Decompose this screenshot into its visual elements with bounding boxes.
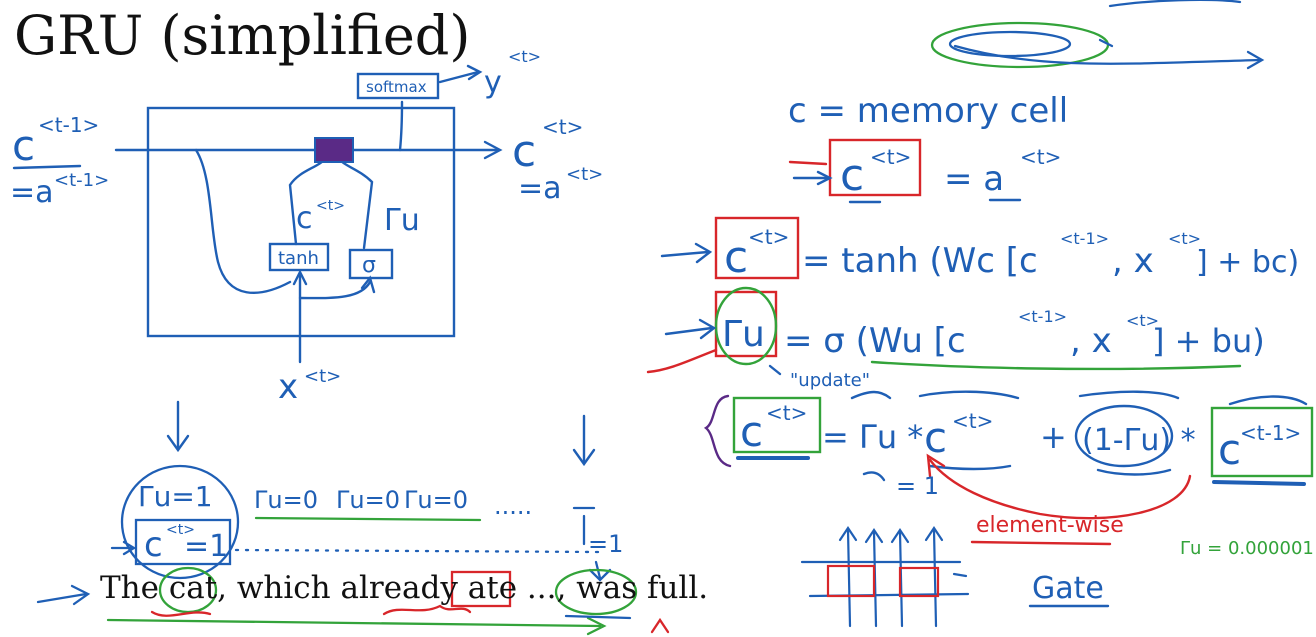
eq2-rhs: = tanh (Wc [c	[802, 241, 1038, 281]
eq2-rhs-sup2: <t>	[1168, 229, 1201, 248]
word-was: was	[576, 570, 638, 606]
cprev-to-tanh-line	[194, 148, 292, 294]
a-out-label: =a	[518, 171, 562, 206]
eq3-rhs-mid: , x	[1070, 321, 1112, 361]
update-note: "update"	[790, 370, 870, 391]
eq4-brace	[703, 394, 732, 468]
eq3-rhs-sup1: <t-1>	[1018, 307, 1067, 326]
memory-cell-definition: c = memory cell	[788, 91, 1068, 131]
word-ellipsis: ...,	[526, 570, 567, 606]
eq3-lhs: Γu	[722, 314, 765, 355]
c-prev-label: c	[12, 121, 35, 170]
slide-title: GRU (simplified)	[14, 4, 471, 67]
yhat-arrow	[438, 70, 480, 84]
top-right-scribbles	[930, 0, 1265, 70]
eq4-cprev-sup: <t-1>	[1240, 421, 1301, 445]
gate-label: Gate	[1032, 571, 1104, 606]
gate-node	[314, 137, 354, 163]
equation-markings	[646, 138, 1314, 608]
word-which-already: , which already	[217, 570, 458, 606]
timeline-gu0-c: Γu=0	[404, 486, 468, 514]
eq4-lhs-sup: <t>	[766, 401, 807, 425]
gamma-u-label: Γu	[384, 203, 420, 238]
example-sentence: The cat, which already ate ..., was full…	[100, 570, 708, 606]
c-tilde-sup: <t>	[316, 198, 345, 214]
eq4-green-box	[732, 396, 822, 454]
c-out-sup: <t>	[542, 115, 583, 139]
timeline-c1-eq: =1	[184, 529, 228, 564]
timeline-c1-sup: <t>	[166, 522, 195, 538]
eq1-sup: <t>	[870, 145, 911, 169]
eq2-lhs-sup: <t>	[748, 225, 789, 249]
eq3-rhs: = σ (Wu [c	[784, 321, 966, 361]
a-prev-label: =a	[10, 175, 54, 210]
eq2-red-box	[714, 216, 800, 280]
eq1-rhs: = a	[944, 159, 1004, 199]
eq1-rhs-sup: <t>	[1020, 145, 1061, 169]
word-the: The	[100, 570, 159, 606]
c-out-label: c	[512, 126, 536, 177]
gate-grid-doodle	[800, 526, 970, 628]
elementwise-label: element-wise	[976, 513, 1124, 538]
eq4-plus: +	[1040, 418, 1067, 456]
eq4-gamma: = Γu *	[822, 418, 923, 456]
eq3-rhs-end: ] + bu)	[1152, 322, 1265, 360]
timeline-c1: c	[144, 525, 163, 565]
eq2-rhs-sup1: <t-1>	[1060, 229, 1109, 248]
sigma-label: σ	[362, 253, 376, 278]
eq1-lhs: c	[840, 150, 864, 201]
x-in-label: x	[278, 367, 298, 407]
timeline-c1-box	[134, 518, 232, 566]
x-to-sigma-line	[298, 280, 372, 300]
eq2-rhs-mid: , x	[1112, 241, 1154, 281]
eq2-lhs: c	[724, 232, 748, 283]
eq4-one-minus-gamma: (1-Γu) *	[1082, 423, 1196, 458]
c-tilde-label: c	[296, 201, 313, 236]
timeline-markings	[36, 464, 670, 636]
elementwise-arrow	[928, 458, 1192, 520]
tanh-box	[268, 242, 330, 272]
eq3-rhs-sup2: <t>	[1126, 311, 1159, 330]
gamma-equals-one: = 1	[896, 472, 939, 500]
gru-unit-diagram	[12, 64, 596, 467]
c-prev-sup: <t-1>	[38, 113, 99, 137]
softmax-label: softmax	[366, 78, 427, 96]
eq4-lhs: c	[740, 407, 763, 456]
gamma-small-value: Γu = 0.000001	[1180, 538, 1314, 559]
timeline-t-eq: =1	[588, 530, 623, 558]
tanh-label: tanh	[278, 248, 319, 269]
eq2-rhs-end: ] + bc)	[1196, 245, 1299, 280]
timeline-gu0-b: Γu=0	[336, 486, 400, 514]
word-ate: ate	[467, 570, 518, 606]
timeline-gu0-a: Γu=0	[254, 486, 318, 514]
word-full: full.	[646, 570, 709, 606]
eq4-ctilde-sup: <t>	[952, 409, 993, 433]
eq4-cprev: c	[1218, 425, 1241, 474]
a-out-sup: <t>	[566, 164, 603, 185]
eq4-ctilde: c	[924, 413, 947, 462]
word-cat: cat	[168, 570, 218, 606]
y-hat-sup: <t>	[508, 47, 541, 66]
timeline-gu1: Γu=1	[138, 480, 213, 513]
y-hat-label: y	[484, 65, 502, 100]
cprev-underline	[12, 164, 82, 170]
eq4-cprev-green-box	[1210, 406, 1314, 478]
softmax-box	[356, 72, 440, 100]
timeline-dots: .....	[494, 492, 532, 520]
eq1-red-box	[828, 138, 922, 197]
x-in-sup: <t>	[304, 366, 341, 387]
softmax-branch-line	[398, 100, 404, 152]
a-prev-sup: <t-1>	[54, 170, 109, 191]
